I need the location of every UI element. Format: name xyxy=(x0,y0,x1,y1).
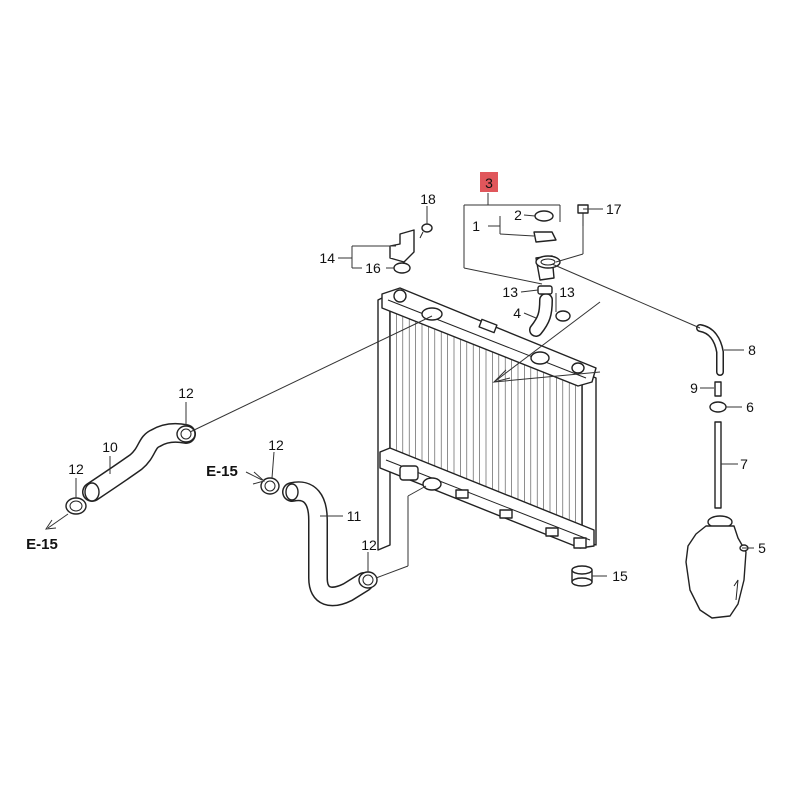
hose-clamp-lower xyxy=(358,571,378,589)
label-13a: 13 xyxy=(502,284,518,300)
label-13b: 13 xyxy=(559,284,575,300)
label-4: 4 xyxy=(513,305,521,321)
filler-hose xyxy=(529,293,553,337)
filler-clamp-lower xyxy=(555,310,571,322)
mounting-bracket xyxy=(389,229,415,263)
ref-e15-left: E-15 xyxy=(26,536,58,553)
label-5: 5 xyxy=(758,540,766,556)
radiator-core-fins xyxy=(396,302,576,538)
reservoir-grommet xyxy=(709,401,727,413)
label-14: 14 xyxy=(319,250,335,266)
highlight-box xyxy=(480,172,498,192)
lower-hose xyxy=(282,481,374,607)
label-10: 10 xyxy=(102,439,118,455)
arrow-left xyxy=(44,513,69,530)
filler-neck xyxy=(535,255,561,281)
label-6: 6 xyxy=(746,399,754,415)
label-12-middle: 12 xyxy=(268,437,284,453)
hose-clamp-middle xyxy=(260,477,280,495)
label-1: 1 xyxy=(472,218,480,234)
hose-clamp-upper xyxy=(176,425,196,443)
label-8: 8 xyxy=(748,342,756,358)
label-12-lower: 12 xyxy=(361,537,377,553)
hose-clamp-left xyxy=(65,497,87,515)
filler-cap-seal xyxy=(534,210,554,222)
arrow-middle xyxy=(245,471,266,485)
label-15: 15 xyxy=(612,568,628,584)
grommet-top xyxy=(393,262,411,274)
leader-lines xyxy=(75,193,754,579)
label-12-left: 12 xyxy=(68,461,84,477)
label-2: 2 xyxy=(514,207,522,223)
radiator xyxy=(377,287,597,551)
label-3: 3 xyxy=(485,175,493,191)
ref-e15-middle: E-15 xyxy=(206,463,238,480)
reservoir-tank xyxy=(685,515,749,619)
label-9: 9 xyxy=(690,380,698,396)
grommet-bottom xyxy=(571,565,593,587)
label-11: 11 xyxy=(347,508,362,524)
overflow-hose xyxy=(696,324,724,376)
reservoir-pin xyxy=(714,381,722,397)
reservoir-tube xyxy=(714,421,722,509)
bolt xyxy=(577,204,589,226)
screw xyxy=(419,223,433,239)
label-16: 16 xyxy=(365,260,381,276)
label-17: 17 xyxy=(606,201,622,217)
label-12-upper: 12 xyxy=(178,385,194,401)
filler-clamp-upper xyxy=(537,285,553,295)
label-7: 7 xyxy=(740,456,748,472)
upper-hose xyxy=(82,422,196,502)
filler-cap xyxy=(533,231,557,243)
label-18: 18 xyxy=(420,191,436,207)
